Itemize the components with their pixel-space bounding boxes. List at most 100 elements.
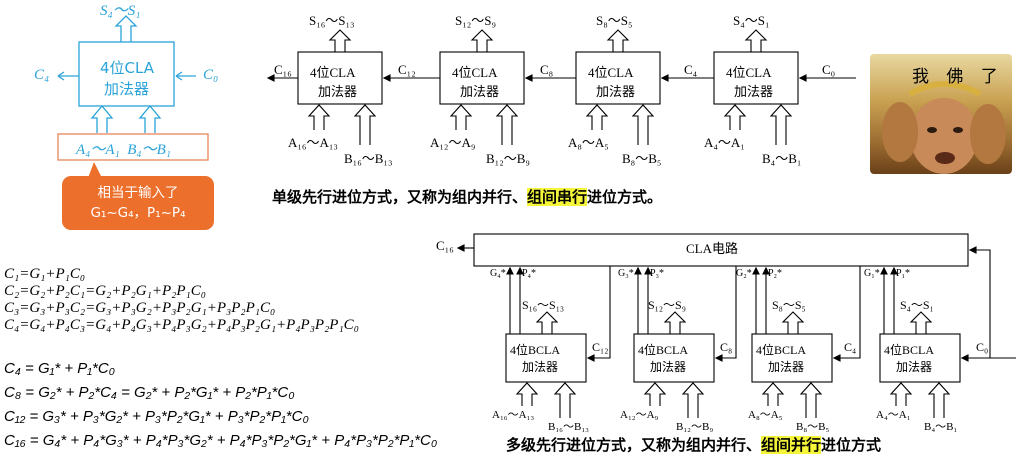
multi-cin-8: C₈	[720, 340, 733, 354]
multi-g-1: G₁*	[864, 268, 880, 279]
single-sum-4: S₁₆～S₁₃	[309, 13, 355, 28]
bcla-box-1	[879, 333, 961, 383]
single-cout-16: C₁₆	[274, 62, 292, 77]
single-sum-2: S₈～S₅	[596, 13, 633, 28]
callout-line2: G₁~G₄，P₁~P₄	[90, 205, 186, 221]
bcla-box-4	[505, 333, 587, 383]
bcla-2-line2: 加法器	[768, 360, 805, 374]
multi-p-4: P₄*	[522, 268, 537, 279]
multi-b-1: B₄～B₁	[924, 421, 958, 433]
equation-c12-star: C₁₂ = G₃* + P₃*G₂* + P₃*P₂*G₁* + P₃*P₂*P…	[4, 408, 309, 425]
callout-pointer	[88, 162, 102, 178]
multi-a-1: A₄～A₁	[876, 409, 911, 421]
multi-a-4: A₁₆～A₁₃	[492, 409, 535, 421]
single-cout-4: C₄	[684, 62, 698, 77]
equation-c8-star: C₈ = G₂* + P₂*C₄ = G₂* + P₂*G₁* + P₂*P₁*…	[4, 384, 295, 401]
single-box-3-line2: 加法器	[460, 84, 500, 99]
single-box-4-line1: 4位CLA	[310, 65, 356, 80]
meme-caption: 我 佛 了	[912, 67, 1004, 87]
multi-sum-3: S₁₂～S₉	[648, 298, 686, 312]
multi-caption-post: 进位方式	[821, 436, 882, 454]
single-a-1: A₄～A₁	[704, 135, 745, 150]
multi-b-3: B₁₂～B₉	[676, 421, 714, 433]
bcla-2-line1: 4位BCLA	[756, 343, 807, 357]
single-b-1: B₄～B₁	[762, 151, 802, 166]
cla-circuit-label: CLA电路	[686, 241, 739, 256]
callout-box: 相当于输入了 G₁~G₄，P₁~P₄	[62, 176, 214, 230]
multi-b-2: B₈～B₅	[796, 421, 830, 433]
bcla-1-line2: 加法器	[896, 360, 933, 374]
equation-c1: C₁=G₁+P₁C₀	[4, 266, 86, 282]
multi-caption-pre: 多级先行进位方式，又称为组内并行、	[506, 436, 762, 454]
single-cout-8: C₈	[540, 62, 554, 77]
equation-c16-star: C₁₆ = G₄* + P₄*G₃* + P₄*P₃*G₂* + P₄*P₃*P…	[4, 432, 438, 449]
equation-c4-star: C₄ = G₁* + P₁*C₀	[4, 360, 115, 377]
bcla-4-line2: 加法器	[522, 360, 559, 374]
single-box-1-line1: 4位CLA	[726, 65, 772, 80]
single-b-3: B₁₂～B₉	[486, 151, 530, 166]
multi-sum-2: S₈～S₅	[772, 298, 806, 312]
multi-sum-1: S₄～S₁	[900, 298, 934, 312]
left-input-arrow-a	[90, 104, 114, 133]
multi-g-4: G₄*	[490, 268, 506, 279]
single-caption-highlight: 组间串行	[527, 188, 588, 206]
single-a-4: A₁₆～A₁₃	[288, 135, 338, 150]
bcla-3-line1: 4位BCLA	[638, 343, 689, 357]
multi-cin-12: C₁₂	[592, 340, 609, 354]
multi-c16-label: C₁₆	[436, 238, 454, 253]
single-b-2: B₈～B₅	[622, 151, 662, 166]
multi-level-caption: 多级先行进位方式，又称为组内并行、组间并行进位方式	[506, 434, 881, 455]
single-box-2-line2: 加法器	[596, 84, 636, 99]
multi-caption-highlight: 组间并行	[761, 436, 822, 454]
multi-p-1: P₁*	[896, 268, 911, 279]
left-output-arrow	[114, 15, 138, 42]
multi-cin-4: C₄	[844, 340, 857, 354]
left-carry-out-label: C₄	[34, 67, 50, 83]
bcla-box-2	[751, 333, 833, 383]
multi-p-2: P₂*	[768, 268, 783, 279]
multi-b-4: B₁₆～B₁₃	[548, 421, 590, 433]
single-level-diagram	[266, 29, 856, 145]
multi-level-diagram	[456, 233, 1016, 418]
single-cin-0: C₀	[822, 62, 836, 77]
multi-a-2: A₈～A₅	[748, 409, 783, 421]
left-cla-box	[78, 41, 175, 107]
single-box-4-line2: 加法器	[318, 84, 358, 99]
meme-face	[882, 81, 1006, 174]
single-sum-1: S₄～S₁	[733, 13, 770, 28]
left-input-box	[57, 133, 209, 161]
single-caption-post: 进位方式。	[587, 188, 663, 206]
multi-p-3: P₃*	[650, 268, 665, 279]
bcla-4-line1: 4位BCLA	[510, 343, 561, 357]
multi-cin-0: C₀	[976, 340, 989, 354]
single-a-3: A₁₂～A₉	[430, 135, 476, 150]
left-box-line2: 加法器	[104, 80, 150, 98]
meme-image: 我 佛 了	[870, 54, 1012, 174]
left-carry-in-label: C₀	[203, 67, 219, 83]
single-b-4: B₁₆～B₁₃	[344, 151, 393, 166]
left-output-label: S₄～S₁	[100, 3, 141, 19]
multi-g-2: G₂*	[736, 268, 752, 279]
left-cla-diagram	[57, 15, 209, 161]
bcla-1-line1: 4位BCLA	[884, 343, 935, 357]
left-inputs-label: A₄～A₁ B₄～B₁	[76, 142, 172, 158]
multi-a-3: A₁₂～A₉	[620, 409, 659, 421]
left-input-arrow-b	[138, 104, 162, 133]
single-box-1-line2: 加法器	[734, 84, 774, 99]
single-box-2-line1: 4位CLA	[588, 65, 634, 80]
cla-circuit-box	[473, 233, 969, 267]
equation-c3: C₃=G₃+P₃C₂=G₃+P₃G₂+P₃P₂G₁+P₃P₂P₁C₀	[4, 300, 276, 316]
equation-c2: C₂=G₂+P₂C₁=G₂+P₂G₁+P₂P₁C₀	[4, 283, 206, 299]
single-level-caption: 单级先行进位方式，又称为组内并行、组间串行进位方式。	[272, 186, 662, 207]
multi-g-3: G₃*	[618, 268, 634, 279]
multi-sum-4: S₁₆～S₁₃	[522, 298, 565, 312]
single-cout-12: C₁₂	[398, 62, 416, 77]
left-box-line1: 4位CLA	[100, 59, 154, 77]
single-caption-pre: 单级先行进位方式，又称为组内并行、	[272, 188, 528, 206]
equation-c4: C₄=G₄+P₄C₃=G₄+P₄G₃+P₄P₃G₂+P₄P₃P₂G₁+P₄P₃P…	[4, 317, 359, 333]
single-box-3-line1: 4位CLA	[452, 65, 498, 80]
bcla-3-line2: 加法器	[650, 360, 687, 374]
callout-line1: 相当于输入了	[97, 185, 179, 201]
single-a-2: A₈～A₅	[568, 135, 609, 150]
